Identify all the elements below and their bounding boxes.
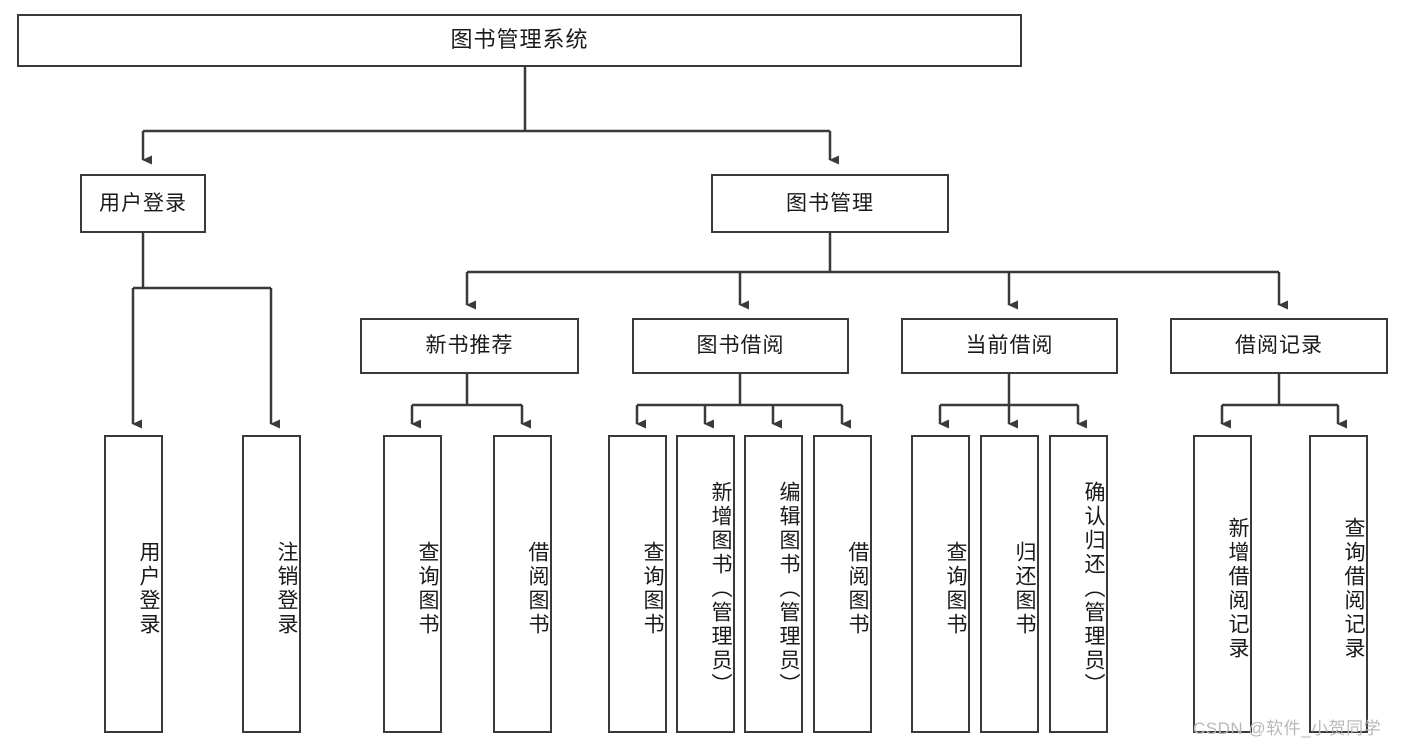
- node-book-management[interactable]: 图书管理: [711, 174, 949, 233]
- node-label: 编辑图书（管理员）: [777, 481, 800, 697]
- leaf-query-book-borrow[interactable]: 查询图书: [608, 435, 667, 733]
- node-label: 确认归还（管理员）: [1082, 481, 1105, 697]
- node-label: 当前借阅: [965, 334, 1054, 358]
- node-label: 图书管理: [786, 191, 874, 215]
- leaf-user-login[interactable]: 用户登录: [104, 435, 163, 733]
- node-label: 归还图书: [1013, 541, 1036, 637]
- node-user-login[interactable]: 用户登录: [80, 174, 206, 233]
- leaf-query-borrow-record[interactable]: 查询借阅记录: [1309, 435, 1368, 733]
- node-label: 图书借阅: [696, 334, 785, 358]
- node-new-book-recommend[interactable]: 新书推荐: [360, 318, 579, 374]
- node-label: 借阅图书: [526, 541, 549, 637]
- csdn-watermark: CSDN @软件_小贺同学: [1193, 719, 1382, 738]
- node-label: 查询图书: [416, 541, 439, 637]
- leaf-return-book[interactable]: 归还图书: [980, 435, 1039, 733]
- leaf-confirm-return-admin[interactable]: 确认归还（管理员）: [1049, 435, 1108, 733]
- node-label: 图书管理系统: [450, 27, 589, 53]
- leaf-query-book-current[interactable]: 查询图书: [911, 435, 970, 733]
- node-current-borrow[interactable]: 当前借阅: [901, 318, 1118, 374]
- leaf-edit-book-admin[interactable]: 编辑图书（管理员）: [744, 435, 803, 733]
- leaf-add-borrow-record[interactable]: 新增借阅记录: [1193, 435, 1252, 733]
- node-label: 用户登录: [99, 191, 187, 215]
- node-book-borrow[interactable]: 图书借阅: [632, 318, 849, 374]
- leaf-borrow-book-recommend[interactable]: 借阅图书: [493, 435, 552, 733]
- node-label: 借阅记录: [1235, 334, 1323, 358]
- node-label: 查询图书: [641, 541, 664, 637]
- node-label: 借阅图书: [846, 541, 869, 637]
- leaf-borrow-book[interactable]: 借阅图书: [813, 435, 872, 733]
- leaf-add-book-admin[interactable]: 新增图书（管理员）: [676, 435, 735, 733]
- leaf-logout-login[interactable]: 注销登录: [242, 435, 301, 733]
- node-borrow-record[interactable]: 借阅记录: [1170, 318, 1388, 374]
- node-label: 查询图书: [944, 541, 967, 637]
- node-label: 新增借阅记录: [1226, 517, 1249, 661]
- node-label: 注销登录: [275, 541, 298, 637]
- node-label: 新书推荐: [425, 334, 514, 358]
- leaf-query-book-recommend[interactable]: 查询图书: [383, 435, 442, 733]
- node-root-book-management-system[interactable]: 图书管理系统: [17, 14, 1022, 67]
- node-label: 新增图书（管理员）: [709, 481, 732, 697]
- node-label: 用户登录: [137, 541, 160, 637]
- node-label: 查询借阅记录: [1342, 517, 1365, 661]
